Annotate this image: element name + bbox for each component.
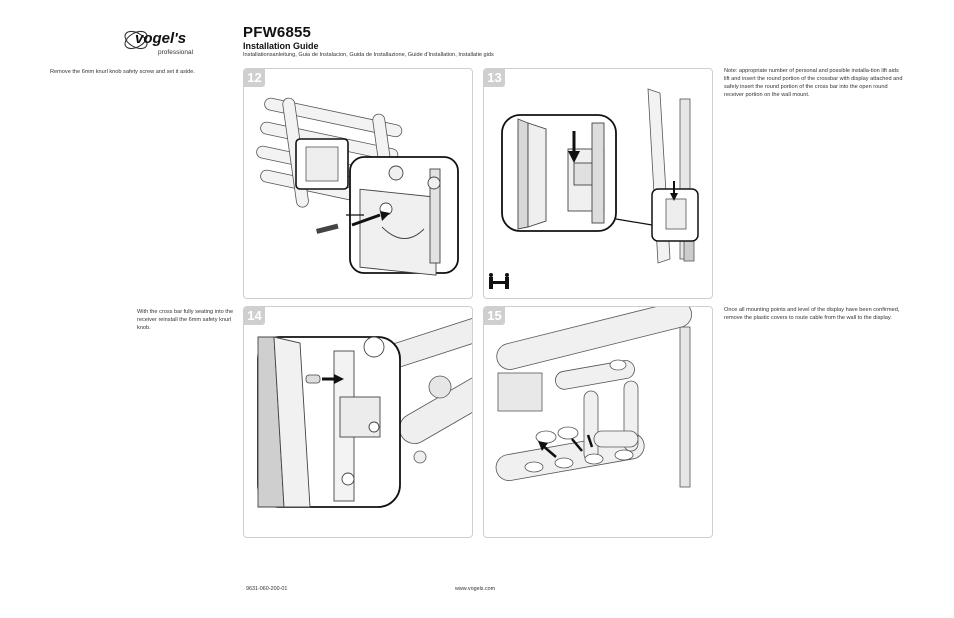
step-12-illustration: [256, 97, 459, 276]
step-number-badge: 12: [244, 69, 265, 87]
language-list: Installationsanleitung, Guia de Instalac…: [243, 52, 494, 58]
step-13-panel: 13: [483, 68, 713, 299]
vogels-logo: vogel's professional: [122, 24, 204, 58]
step-15-illustration: [495, 307, 692, 488]
two-person-lift-icon: [489, 273, 509, 289]
model-title: PFW6855: [243, 24, 312, 41]
instruction-step-15: Once all mounting points and level of th…: [724, 307, 900, 322]
step-14-illustration: [257, 312, 472, 508]
step-number-badge: 13: [484, 69, 505, 87]
step-13-illustration: [489, 88, 699, 289]
step-15-panel: 15: [483, 306, 713, 538]
website-link[interactable]: www.vogels.com: [455, 586, 496, 592]
step-14-panel: 14: [243, 306, 473, 538]
guide-subtitle: Installation Guide: [243, 41, 319, 51]
logo-tagline: professional: [158, 49, 194, 56]
step-number-badge: 15: [484, 307, 505, 325]
logo-wordmark: vogel's: [135, 30, 186, 47]
document-code: 9631-060-200-01: [246, 586, 288, 592]
instruction-step-14: With the cross bar fully seating into th…: [137, 309, 234, 332]
step-number-badge: 14: [244, 307, 265, 325]
step-12-panel: 12: [243, 68, 473, 299]
instruction-step-13: Note: appropriate number of personal and…: [724, 68, 903, 99]
instruction-step-12: Remove the 6mm knurl knob safety screw a…: [50, 69, 195, 75]
